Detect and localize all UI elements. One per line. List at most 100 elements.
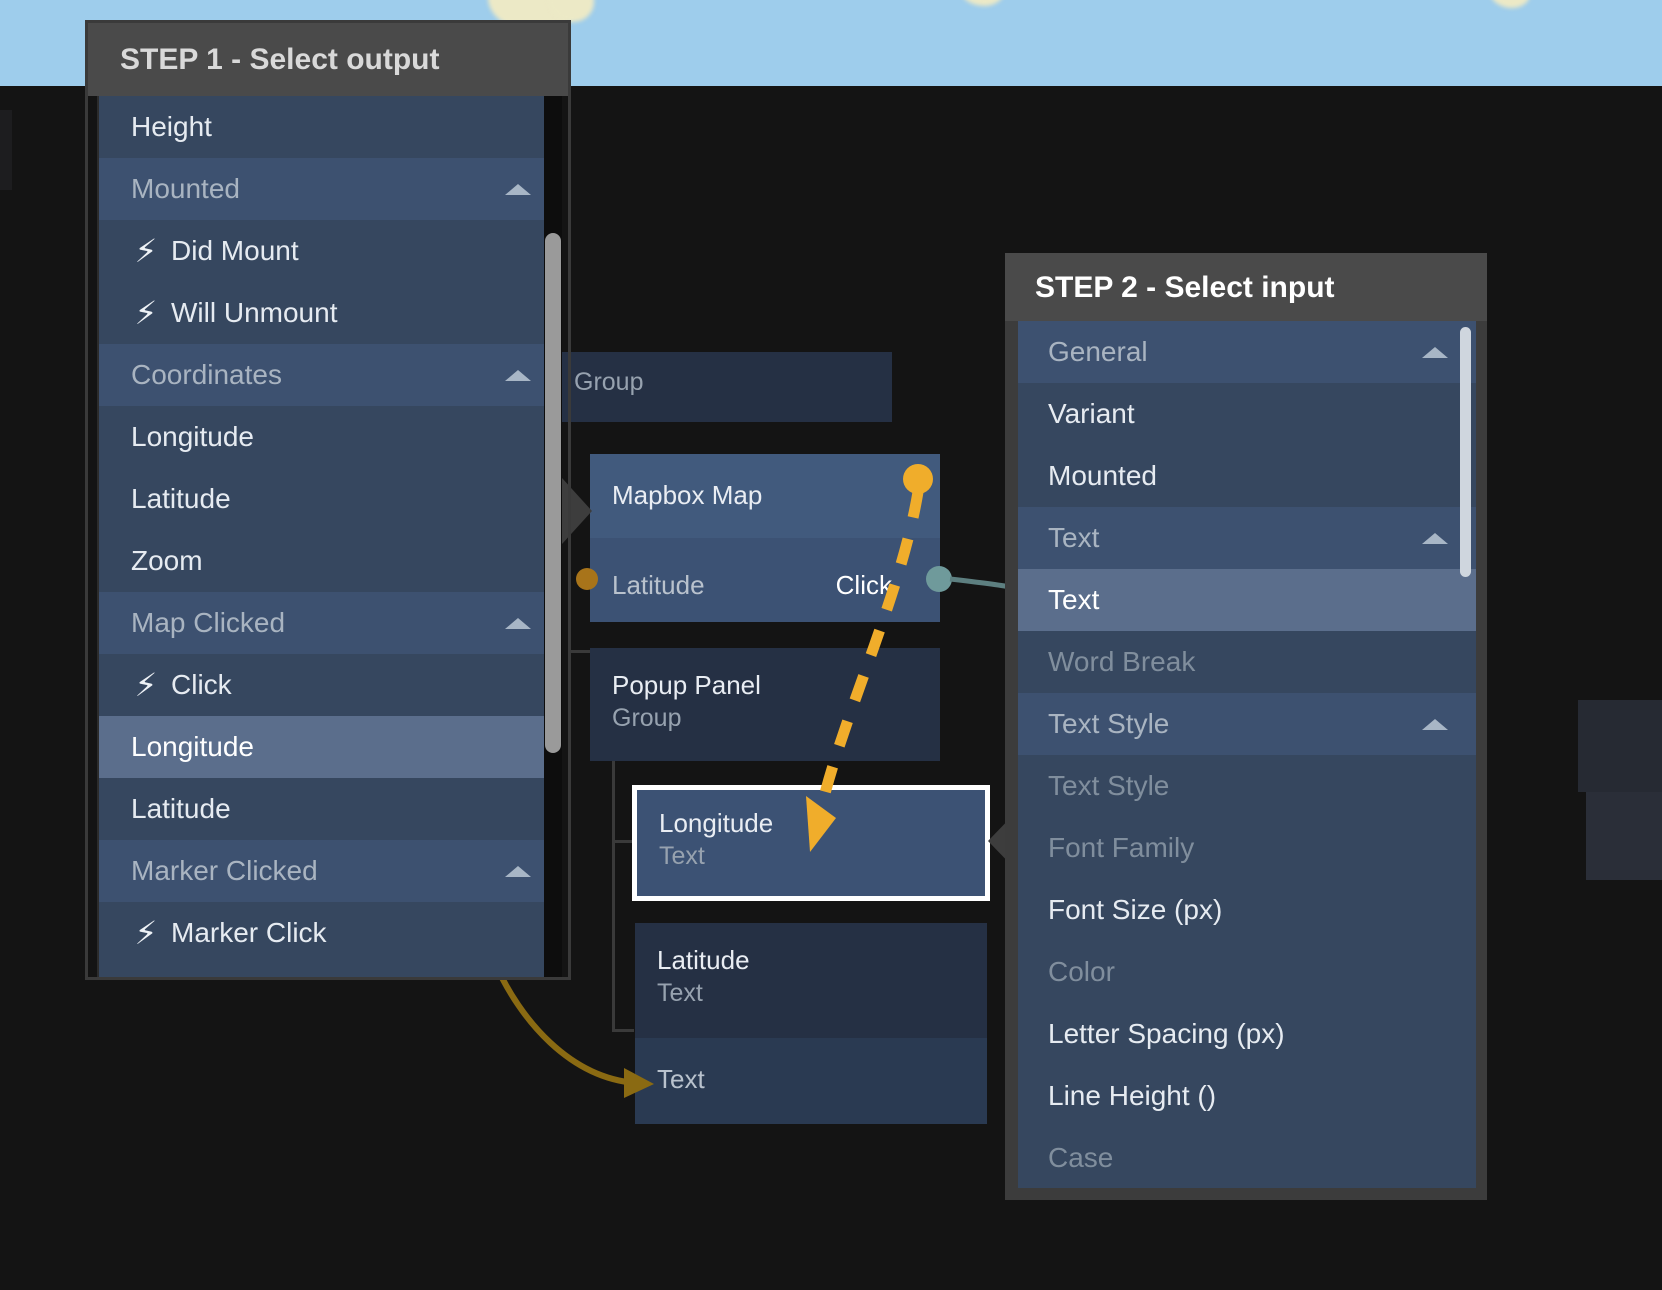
step1-option-row[interactable]: Marker Clicked (99, 840, 559, 902)
step1-option-row[interactable]: Latitude (99, 778, 559, 840)
step1-option-label: Zoom (131, 545, 203, 576)
node-title: Text (657, 1064, 705, 1094)
node-latitude-text[interactable]: Latitude Text (635, 923, 987, 1038)
chevron-up-icon[interactable] (1422, 347, 1448, 358)
node-title: Mapbox Map (612, 480, 763, 510)
step2-option-row[interactable]: Mounted (1018, 445, 1476, 507)
step2-option-label: Font Size (px) (1048, 894, 1223, 925)
step1-option-row[interactable]: ⚡ Will Unmount (99, 282, 559, 344)
step2-scrollbar-thumb[interactable] (1460, 327, 1471, 577)
node-subtitle: Text (659, 842, 705, 870)
step2-option-row[interactable]: Text Style (1018, 755, 1476, 817)
node-subtitle: Group (612, 704, 682, 732)
cloud-shape (960, 0, 1004, 6)
step1-option-row[interactable]: Zoom (99, 530, 559, 592)
step2-option-row[interactable]: Color (1018, 941, 1476, 1003)
step2-option-row[interactable]: Case (1018, 1127, 1476, 1188)
chevron-up-icon[interactable] (505, 618, 531, 629)
bolt-icon: ⚡ (134, 294, 158, 331)
tree-connector-line (612, 840, 634, 843)
step1-option-row[interactable]: Longitude (99, 716, 559, 778)
node-group-top[interactable]: Group (560, 352, 892, 422)
node-mapbox-map[interactable]: Mapbox Map Latitude Click (590, 454, 940, 622)
node-title: Latitude (657, 945, 750, 975)
chevron-up-icon[interactable] (505, 184, 531, 195)
step2-option-row[interactable]: Font Family (1018, 817, 1476, 879)
step1-option-row[interactable]: Marker Id (99, 964, 559, 977)
tree-connector-line (570, 650, 592, 653)
step1-option-label: Map Clicked (131, 607, 286, 638)
port-output-label: Click (835, 570, 892, 600)
step2-option-label: General (1048, 336, 1148, 367)
step2-option-row[interactable]: Text (1018, 507, 1476, 569)
step2-option-label: Text Style (1048, 708, 1170, 739)
canvas-ghost-panel (0, 110, 12, 190)
tree-connector-line (612, 1029, 634, 1032)
node-expand-arrow-icon[interactable] (562, 478, 596, 544)
node-longitude-text[interactable]: Longitude Text (632, 785, 990, 901)
step2-title: STEP 2 - Select input (1005, 253, 1487, 321)
step2-option-row[interactable]: Text Style (1018, 693, 1476, 755)
step1-scrollbar-thumb[interactable] (545, 233, 561, 753)
step1-option-label: Will Unmount (171, 297, 338, 328)
step2-option-label: Word Break (1048, 646, 1196, 677)
node-popup-panel[interactable]: Popup Panel Group (590, 648, 940, 761)
step1-option-row[interactable]: ⚡Marker Click (99, 902, 559, 964)
port-input-latitude[interactable] (576, 568, 598, 590)
bolt-icon: ⚡ (134, 914, 158, 951)
step2-option-row[interactable]: General (1018, 321, 1476, 383)
step2-option-label: Font Family (1048, 832, 1195, 863)
step1-option-row[interactable]: Height (99, 96, 559, 158)
chevron-up-icon[interactable] (505, 866, 531, 877)
step2-option-label: Text (1048, 584, 1100, 615)
step2-option-label: Line Height () (1048, 1080, 1217, 1111)
step2-option-label: Variant (1048, 398, 1135, 429)
step2-option-label: Case (1048, 1142, 1114, 1173)
step2-option-row[interactable]: Letter Spacing (px) (1018, 1003, 1476, 1065)
step1-option-row[interactable]: Mounted (99, 158, 559, 220)
tree-connector-line (612, 760, 615, 1032)
cloud-shape (1490, 0, 1530, 8)
node-title: Longitude (659, 808, 774, 838)
chevron-up-icon[interactable] (1422, 719, 1448, 730)
step2-option-label: Text (1048, 522, 1100, 553)
canvas-ghost-panel (1578, 700, 1662, 792)
step1-option-label: Latitude (131, 793, 231, 824)
step2-option-row[interactable]: Text (1018, 569, 1476, 631)
step1-option-row[interactable]: Latitude (99, 468, 559, 530)
step2-option-row[interactable]: Font Size (px) (1018, 879, 1476, 941)
port-output-click[interactable] (926, 566, 952, 592)
chevron-up-icon[interactable] (1422, 533, 1448, 544)
step2-option-row[interactable]: Line Height () (1018, 1065, 1476, 1127)
canvas-ghost-panel (1586, 792, 1662, 880)
step1-title: STEP 1 - Select output (88, 23, 568, 96)
node-subtitle: Group (574, 368, 644, 396)
step2-option-row[interactable]: Variant (1018, 383, 1476, 445)
node-title: Popup Panel (612, 670, 761, 700)
step1-option-label: Latitude (131, 483, 231, 514)
step1-option-label: Did Mount (171, 235, 299, 266)
step1-option-label: Click (171, 669, 232, 700)
node-mapbox-header: Mapbox Map (590, 454, 940, 538)
step1-option-label: Height (131, 111, 212, 142)
step1-option-row[interactable]: Longitude (99, 406, 559, 468)
node-text[interactable]: Text (635, 1038, 987, 1124)
port-input-label: Latitude (612, 570, 705, 600)
step2-option-label: Letter Spacing (px) (1048, 1018, 1285, 1049)
port-output-drag-origin[interactable] (903, 464, 933, 494)
step1-option-label: Mounted (131, 173, 240, 204)
node-mapbox-port-row: Latitude Click (590, 538, 940, 622)
chevron-up-icon[interactable] (505, 370, 531, 381)
step2-option-label: Text Style (1048, 770, 1170, 801)
step1-option-row[interactable]: Map Clicked (99, 592, 559, 654)
step2-option-label: Mounted (1048, 460, 1157, 491)
step1-option-row[interactable]: ⚡Click (99, 654, 559, 716)
step1-option-row[interactable]: Coordinates (99, 344, 559, 406)
step2-option-row[interactable]: Word Break (1018, 631, 1476, 693)
step1-option-row[interactable]: ⚡Did Mount (99, 220, 559, 282)
step2-option-label: Color (1048, 956, 1115, 987)
